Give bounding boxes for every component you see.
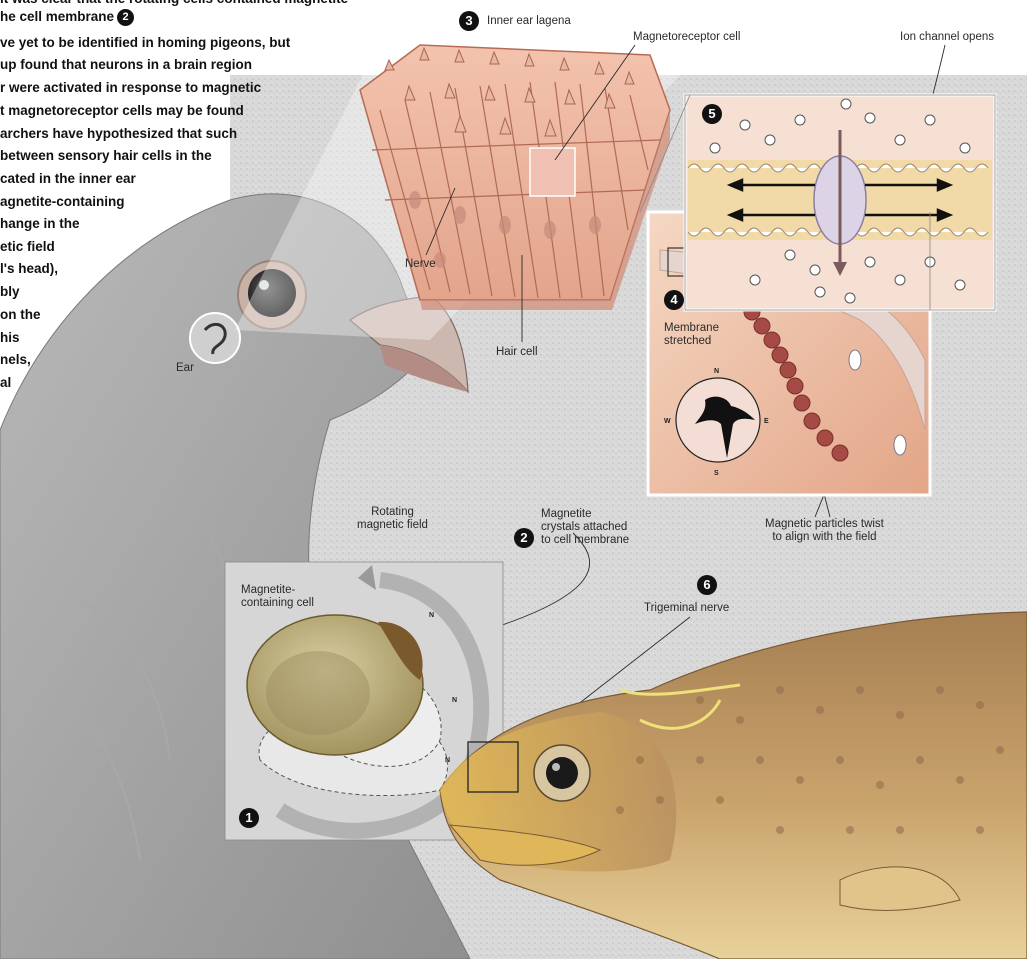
label-inner-ear-lagena: Inner ear lagena: [487, 15, 571, 28]
north-marker: N: [452, 697, 457, 704]
label-magnetic-particles: Magnetic particles twist to align with t…: [765, 518, 884, 544]
intro-line: up found that neurons in a brain region: [0, 54, 252, 77]
intro-line: l's head),: [0, 258, 58, 281]
north-marker: N: [429, 612, 434, 619]
north-marker: N: [445, 757, 450, 764]
intro-line: nels,: [0, 349, 31, 372]
label-membrane-stretched: Membrane stretched: [664, 322, 719, 348]
intro-line: etic field: [0, 236, 55, 259]
label-magnetoreceptor-cell: Magnetoreceptor cell: [633, 31, 740, 44]
marker-2: 2: [514, 528, 534, 548]
intro-line: between sensory hair cells in the: [0, 145, 212, 168]
compass-south: S: [714, 470, 719, 477]
intro-line: cated in the inner ear: [0, 168, 136, 191]
marker-3: 3: [459, 11, 479, 31]
label-ion-channel-opens: Ion channel opens: [900, 31, 994, 44]
marker-1: 1: [239, 808, 259, 828]
label-nerve: Nerve: [405, 258, 436, 271]
intro-line: al: [0, 372, 11, 395]
label-ear: Ear: [176, 362, 194, 375]
intro-line: agnetite-containing: [0, 191, 125, 214]
intro-line: his: [0, 327, 20, 350]
intro-marker-2: 2: [117, 9, 134, 26]
compass-north: N: [714, 368, 719, 375]
marker-5: 5: [702, 104, 722, 124]
intro-line: r were activated in response to magnetic: [0, 77, 261, 100]
compass-west: W: [664, 418, 671, 425]
label-rotating-magnetic-field: Rotating magnetic field: [357, 506, 428, 532]
compass-east: E: [764, 418, 769, 425]
intro-line: bly: [0, 281, 20, 304]
intro-line: on the: [0, 304, 41, 327]
intro-line: hange in the: [0, 213, 80, 236]
marker-4: 4: [664, 290, 684, 310]
label-magnetite-containing-cell: Magnetite- containing cell: [241, 584, 314, 610]
intro-line: ve yet to be identified in homing pigeon…: [0, 32, 290, 55]
marker-6: 6: [697, 575, 717, 595]
intro-line: t magnetoreceptor cells may be found: [0, 100, 244, 123]
intro-line: archers have hypothesized that such: [0, 123, 237, 146]
label-magnetite-crystals: Magnetite crystals attached to cell memb…: [541, 508, 629, 547]
label-trigeminal-nerve: Trigeminal nerve: [644, 602, 729, 615]
label-hair-cell: Hair cell: [496, 346, 538, 359]
